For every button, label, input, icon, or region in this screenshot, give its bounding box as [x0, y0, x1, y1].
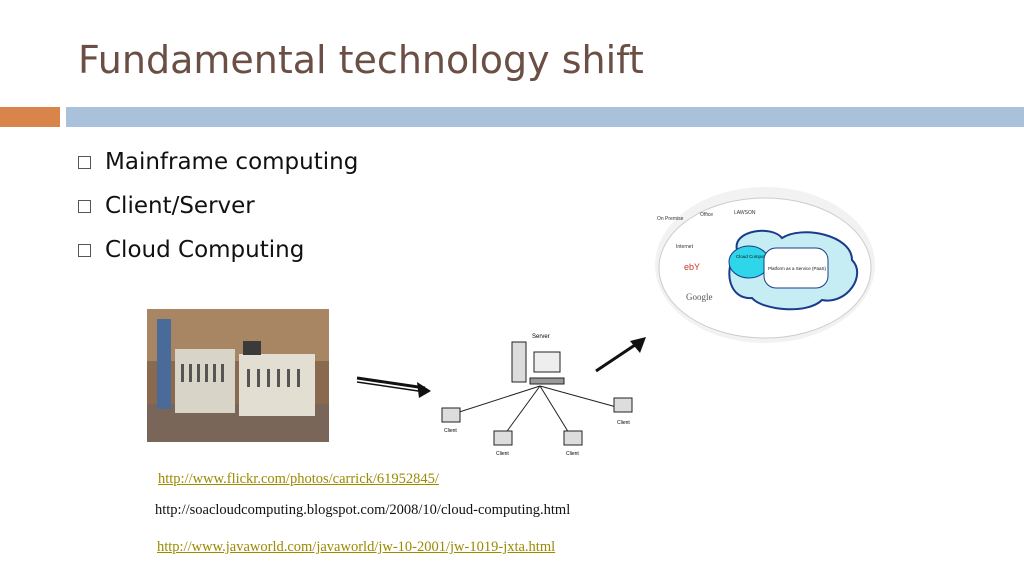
square-bullet-icon [78, 243, 91, 257]
bullet-text: Mainframe computing [105, 149, 359, 175]
bullet-text: Cloud Computing [105, 237, 305, 263]
square-bullet-icon [78, 155, 91, 169]
cloud-label: ebY [684, 262, 700, 272]
bullet-list: Mainframe computing Client/Server Cloud … [78, 140, 358, 272]
cloud-label: LAWSON [734, 210, 756, 216]
square-bullet-icon [78, 199, 91, 213]
arrow-up-right-icon [595, 337, 646, 373]
cloud-label: Google [686, 292, 713, 302]
cloud-computing-diagram: On Premise Office LAWSON Internet ebY Go… [655, 187, 875, 343]
accent-bar-blue [66, 107, 1024, 127]
cloud-label: Platform as a Service (PaaS) [768, 266, 827, 271]
slide-title: Fundamental technology shift [78, 38, 644, 82]
bullet-item: Mainframe computing [78, 140, 358, 184]
arrow-right-icon [356, 376, 431, 398]
bullet-item: Client/Server [78, 184, 358, 228]
link-flickr[interactable]: http://www.flickr.com/photos/carrick/619… [158, 471, 439, 487]
client-label: Client [566, 451, 579, 457]
bullet-item: Cloud Computing [78, 228, 358, 272]
client-label: Client [617, 420, 630, 426]
cloud-label: Internet [676, 244, 694, 250]
client-label: Client [444, 428, 457, 434]
cloud-label: On Premise [657, 216, 684, 222]
server-label: Server [532, 334, 550, 340]
client-label: Client [496, 451, 509, 457]
accent-bar-orange [0, 107, 60, 127]
mainframe-photo [147, 309, 329, 442]
source-text-soa: http://soacloudcomputing.blogspot.com/20… [155, 502, 571, 518]
client-server-diagram: Server Client Client Client Client [441, 334, 633, 457]
cloud-label: Office [700, 212, 713, 218]
cloud-label: Cloud Computing [736, 254, 771, 259]
link-javaworld[interactable]: http://www.javaworld.com/javaworld/jw-10… [157, 539, 556, 555]
bullet-text: Client/Server [105, 193, 255, 219]
